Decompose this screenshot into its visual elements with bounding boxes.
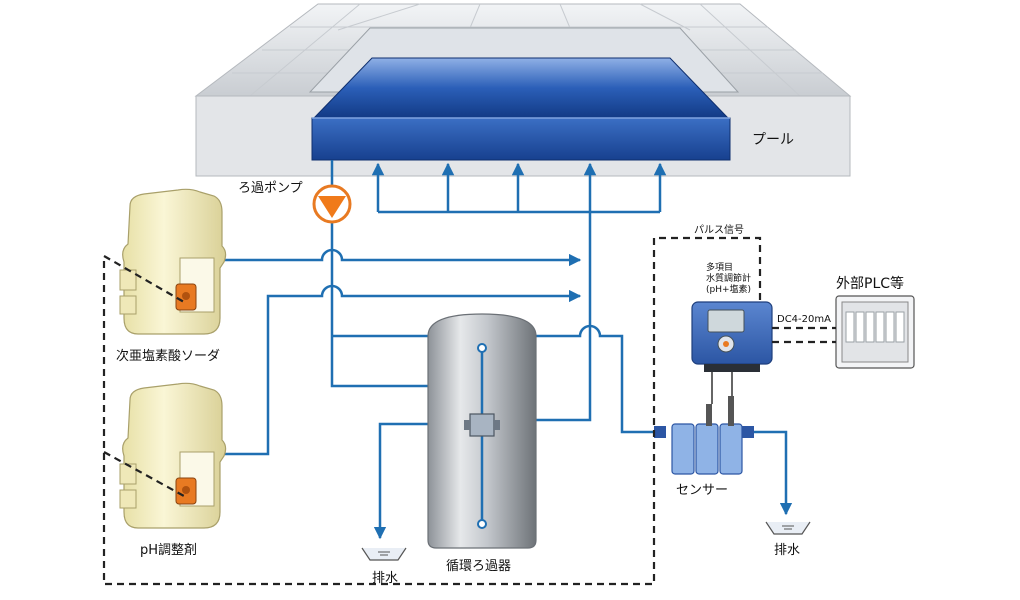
controller-label-line2: 水質調節計 [706, 272, 751, 284]
drain-left: 排水 [361, 547, 407, 586]
sensor-label: センサー [676, 483, 728, 498]
sensor-drain-pipe [748, 430, 793, 516]
external-plc: 外部PLC等 [835, 275, 915, 369]
pool-label: プール [752, 132, 794, 148]
ph-adjuster-label: pH調整剤 [140, 542, 197, 558]
hypochlorite-tank: 次亜塩素酸ソーダ [116, 188, 227, 364]
sampling-pipe [332, 324, 658, 434]
drain-right: 排水 [765, 521, 811, 558]
external-plc-label: 外部PLC等 [836, 275, 904, 292]
water-quality-controller: 多項目 水質調節計 (pH+塩素) [691, 261, 773, 372]
drain-left-label: 排水 [372, 571, 398, 586]
triangle-pump-icon [318, 196, 346, 218]
filter-pump-label: ろ過ポンプ [238, 181, 303, 196]
sensor-unit: センサー [654, 396, 754, 498]
drain-basin-icon [765, 521, 811, 535]
filter-pump: ろ過ポンプ [238, 181, 352, 224]
pulse-label-bg [692, 222, 744, 236]
dc-signal-label: DC4-20mA [777, 314, 831, 325]
dc-signal-line [772, 326, 836, 344]
circulation-filter: 循環ろ過器 [427, 313, 537, 574]
ph-feed-pipe [184, 284, 582, 484]
pulse-signal-line [102, 236, 762, 586]
pool: プール [194, 3, 852, 177]
ph-adjuster-tank: pH調整剤 [119, 382, 227, 558]
pulse-signal-label: パルス信号 [694, 224, 744, 236]
sensor-cable [711, 372, 733, 404]
drain-basin-icon [361, 547, 407, 561]
dc-label-bg [776, 312, 828, 324]
pulse-signal-branch [103, 451, 185, 497]
controller-label-line3: (pH+塩素) [706, 283, 751, 295]
controller-label-line1: 多項目 [706, 261, 733, 273]
hypochlorite-feed-pipe [184, 248, 582, 290]
drain-right-label: 排水 [774, 543, 800, 558]
filter-label: 循環ろ過器 [446, 559, 511, 574]
hypochlorite-label: 次亜塩素酸ソーダ [116, 348, 220, 364]
